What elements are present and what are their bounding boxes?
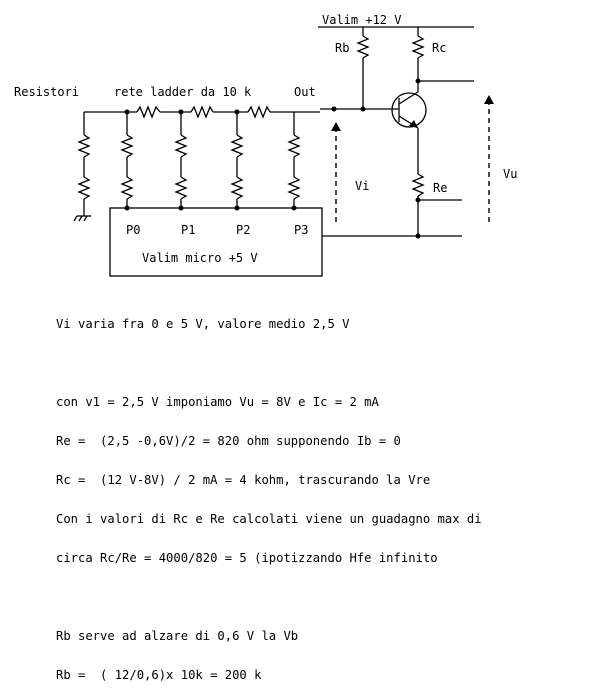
resistor-re	[411, 128, 462, 236]
rete-ladder-label: rete ladder da 10 k	[114, 85, 252, 99]
note-line: Con i valori di Rc e Re calcolati viene …	[56, 512, 482, 526]
p2-label: P2	[236, 223, 250, 237]
vi-arrow	[331, 122, 341, 222]
microcontroller-box	[109, 207, 323, 277]
resistor-rc	[411, 27, 425, 92]
circuit-diagram: Valim +12 V Rb Rc Re	[14, 13, 517, 277]
note-line: con v1 = 2,5 V imponiamo Vu = 8V e Ic = …	[56, 395, 379, 409]
valim-top-label: Valim +12 V	[322, 13, 401, 27]
explanation-notes: Vi varia fra 0 e 5 V, valore medio 2,5 V…	[56, 292, 482, 695]
ground-return-wire	[322, 233, 462, 239]
p0-label: P0	[126, 223, 140, 237]
ladder-leg-p2	[230, 112, 244, 211]
base-wire	[320, 106, 399, 112]
valim-micro-label: Valim micro +5 V	[142, 251, 258, 265]
vu-label: Vu	[503, 167, 517, 181]
ladder-leg-p0	[120, 112, 134, 211]
note-line: Rc = (12 V-8V) / 2 mA = 4 kohm, trascura…	[56, 473, 431, 487]
vu-arrow	[484, 95, 494, 222]
note-line: Vi varia fra 0 e 5 V, valore medio 2,5 V	[56, 317, 350, 331]
ladder-termination-resistor	[73, 112, 91, 222]
note-line: Re = (2,5 -0,6V)/2 = 820 ohm supponendo …	[56, 434, 401, 448]
re-label: Re	[433, 181, 447, 195]
ladder-leg-p1	[174, 112, 188, 211]
p1-label: P1	[181, 223, 195, 237]
collector-output-wire	[415, 78, 474, 84]
rc-label: Rc	[432, 41, 446, 55]
rb-label: Rb	[335, 41, 349, 55]
vi-label: Vi	[355, 179, 369, 193]
ladder-leg-p3	[287, 112, 301, 211]
note-line: Rb = ( 12/0,6)x 10k = 200 k	[56, 668, 262, 682]
note-line: Rb serve ad alzare di 0,6 V la Vb	[56, 629, 299, 643]
p3-label: P3	[294, 223, 308, 237]
resistori-label: Resistori	[14, 85, 79, 99]
note-line: circa Rc/Re = 4000/820 = 5 (ipotizzando …	[56, 551, 438, 565]
resistor-rb	[356, 27, 370, 109]
out-label: Out	[294, 85, 316, 99]
ladder-series-resistors	[84, 105, 320, 119]
npn-transistor	[391, 91, 427, 129]
